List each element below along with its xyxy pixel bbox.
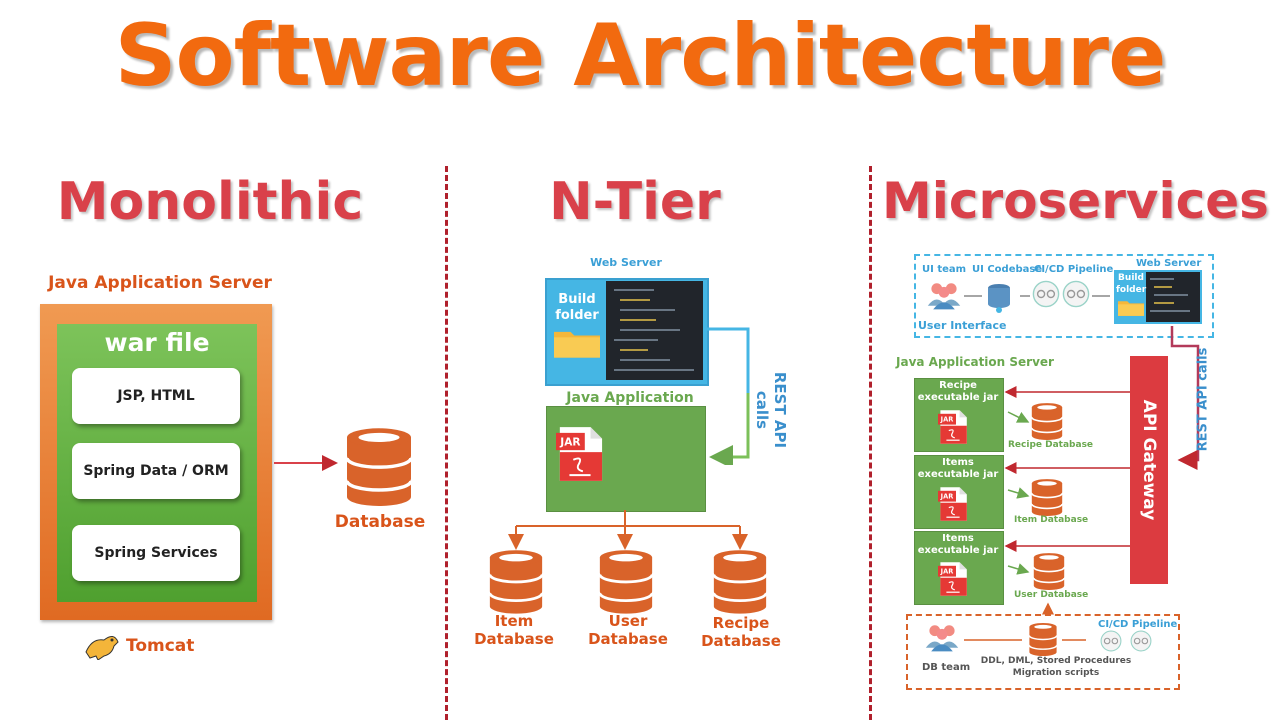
ms-code-panel	[1146, 272, 1200, 322]
app-server-label: Java Application Server	[48, 273, 272, 293]
ntier-rest-label: REST API calls	[753, 371, 789, 449]
ms-app-server-label: Java Application Server	[896, 355, 1054, 369]
ui-codebase-label: UI Codebase	[972, 264, 1043, 275]
ui-pipeline-arrows	[964, 295, 1110, 297]
recipe-database-icon	[712, 548, 768, 614]
ui-codebase-db-icon	[988, 284, 1010, 313]
user-db-icon	[1032, 552, 1066, 590]
item-db-label: Item Database	[1014, 515, 1089, 525]
ms-folder-icon	[1118, 298, 1144, 316]
ui-team-icon	[926, 280, 962, 310]
recipe-db-label: Recipe Database	[1008, 440, 1094, 450]
ntier-db-arrows	[508, 510, 748, 550]
ntier-code-panel	[606, 281, 703, 380]
service-recipe-jar-icon	[938, 408, 968, 446]
tomcat-icon	[85, 636, 119, 660]
ms-build-folder-label: Build folder	[1116, 273, 1147, 295]
ms-rest-arrow	[1170, 326, 1200, 470]
service-user-label: Items executable jar	[917, 533, 999, 556]
ui-cicd-label: CI/CD Pipeline	[1034, 264, 1114, 275]
db-team-box	[906, 614, 1180, 690]
user-interface-box	[914, 254, 1214, 338]
db-connection-arrow	[274, 455, 338, 471]
folder-icon	[554, 325, 600, 359]
db-cicd-label: CI/CD Pipeline	[1098, 619, 1178, 630]
microservices-title: Microservices	[882, 172, 1269, 230]
ntier-title: N-Tier	[549, 172, 721, 232]
recipe-db-icon	[1030, 402, 1064, 440]
ms-web-server-label: Web Server	[1136, 258, 1202, 269]
user-database-icon	[598, 548, 654, 614]
layer-spring-data: Spring Data / ORM	[72, 443, 240, 499]
user-interface-label: User Interface	[918, 319, 1007, 332]
api-gateway-label: API Gateway	[1139, 399, 1159, 521]
db-team-label: DB team	[922, 662, 971, 673]
db-scripts-db-icon	[1028, 622, 1058, 656]
ntier-app-server-box	[546, 406, 706, 512]
ntier-build-folder-label: Build folder	[555, 292, 599, 323]
service-items-label: Items executable jar	[917, 457, 999, 480]
service-user-jar-icon	[938, 560, 968, 598]
service-items-arrows	[1004, 462, 1130, 499]
layer-spring-services: Spring Services	[72, 525, 240, 581]
db-cicd-gear-icon	[1130, 630, 1152, 652]
db-cicd-gear-icon	[1100, 630, 1122, 652]
page-title: Software Architecture	[114, 6, 1167, 106]
section-divider	[445, 166, 448, 720]
item-db-icon	[1030, 478, 1064, 516]
ui-team-label: UI team	[922, 264, 967, 275]
service-items-jar-icon	[938, 485, 968, 523]
db-team-icon	[924, 622, 960, 652]
item-database-icon	[488, 548, 544, 614]
database-icon	[344, 426, 414, 506]
ntier-web-server-label: Web Server	[590, 256, 662, 269]
monolithic-title: Monolithic	[56, 172, 364, 232]
ntier-rest-arrow	[706, 327, 750, 465]
war-file-label: war file	[104, 328, 210, 357]
jar-icon	[556, 424, 604, 484]
user-db-label: User Database	[1014, 590, 1089, 600]
service-user-arrows	[1004, 540, 1130, 575]
database-label: Database	[334, 512, 426, 532]
db-pipeline-arrows	[964, 639, 1086, 641]
ms-rest-label: REST API calls	[1195, 347, 1211, 452]
layer-jsp-html: JSP, HTML	[72, 368, 240, 424]
service-recipe-label: Recipe executable jar	[917, 380, 999, 403]
tomcat-label: Tomcat	[126, 636, 195, 656]
db-scripts-label: DDL, DML, Stored Procedures Migration sc…	[980, 656, 1132, 678]
section-divider	[869, 166, 872, 720]
service-recipe-arrows	[1004, 386, 1130, 423]
api-gateway-box	[1130, 356, 1168, 584]
